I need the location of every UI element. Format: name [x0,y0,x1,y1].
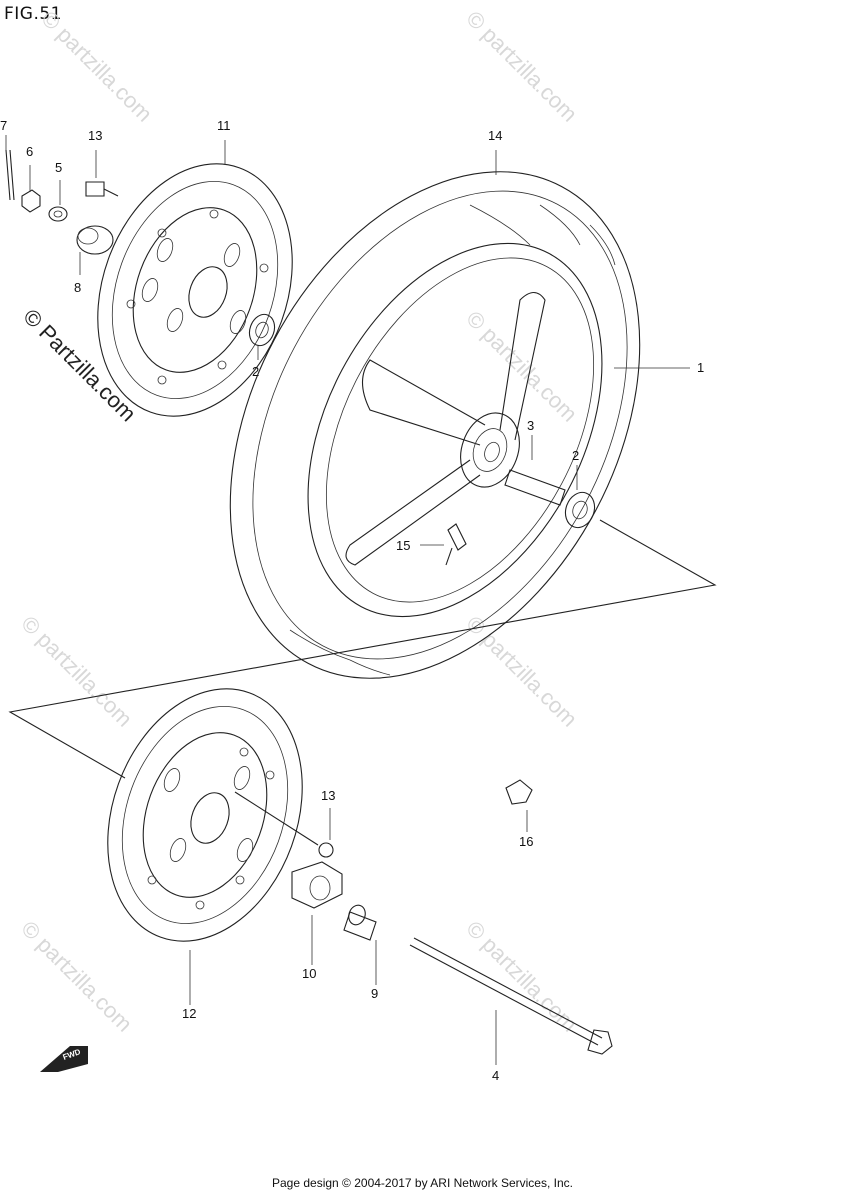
callout-7: 7 [0,118,7,133]
callout-11: 11 [217,118,231,133]
callout-13a: 13 [88,128,102,143]
callout-6: 6 [26,144,33,159]
callout-16: 16 [519,834,533,849]
alignment-lines [8,519,717,779]
watermark-faint: © partzilla.com [461,916,582,1037]
callout-2a: 2 [252,364,259,379]
watermark-faint: © partzilla.com [36,6,157,127]
callout-4: 4 [492,1068,499,1083]
watermark-faint: © partzilla.com [16,916,137,1037]
callout-15: 15 [396,538,410,553]
callout-2b: 2 [572,448,579,463]
callout-5: 5 [55,160,62,175]
tire-valve [445,523,467,566]
figure-title: FIG.51 [4,4,63,24]
page-footer: Page design © 2004-2017 by ARI Network S… [271,1176,573,1190]
callout-13b: 13 [321,788,335,803]
lower-hardware [234,779,613,1055]
callout-labels: 1 2 2 3 4 5 6 7 8 9 10 11 12 13 13 14 15… [0,118,704,1083]
callout-10: 10 [302,966,316,981]
watermark-faint: © partzilla.com [461,611,582,732]
front-wheel-assembly [229,171,641,679]
hardware-top-left [5,149,119,255]
callout-leaders [5,135,690,1065]
watermark-faint-group: © partzilla.com © partzilla.com © partzi… [16,6,582,1037]
callout-9: 9 [371,986,378,1001]
callout-12: 12 [182,1006,196,1021]
forward-arrow-icon: FWD [40,1046,88,1072]
watermark-faint: © partzilla.com [16,611,137,732]
watermark: © Partzilla.com [18,304,141,427]
brake-disc-upper [97,163,293,417]
watermark-faint: © partzilla.com [461,6,582,127]
callout-14: 14 [488,128,502,143]
axle-spacer [248,313,596,529]
brake-disc-lower [107,688,303,942]
callout-1: 1 [697,360,704,375]
callout-3: 3 [527,418,534,433]
callout-8: 8 [74,280,81,295]
